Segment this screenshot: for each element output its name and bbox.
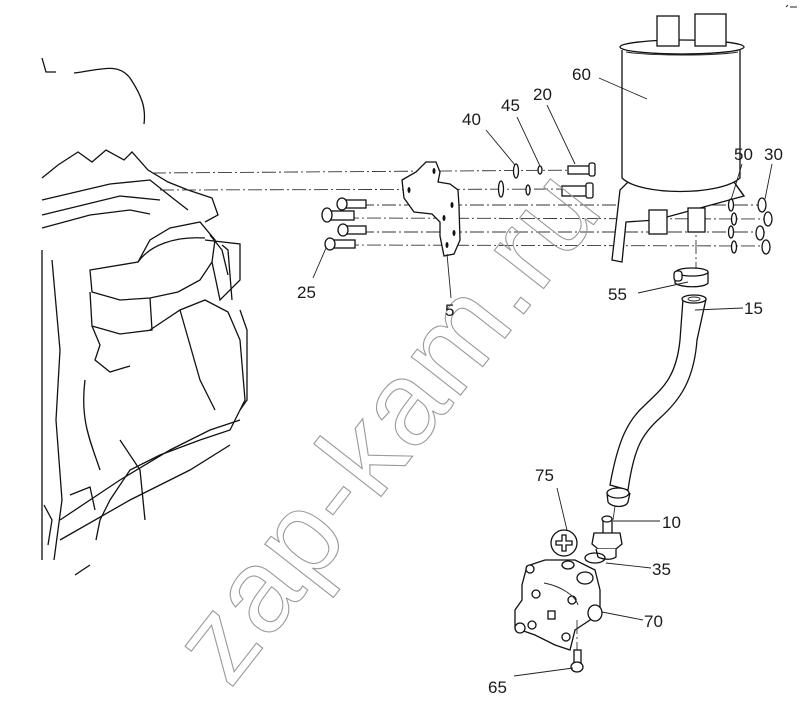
callout-40: 40	[462, 110, 481, 129]
reservoir-tank	[611, 13, 746, 263]
callout-75: 75	[535, 466, 554, 485]
callout-65: 65	[488, 678, 507, 697]
plug	[550, 529, 578, 557]
callout-35: 35	[652, 560, 671, 579]
callout-15: 15	[744, 299, 763, 318]
engine-block	[41, 57, 248, 576]
washers-50-nuts-30	[727, 197, 773, 255]
bracket	[401, 161, 461, 257]
fitting	[591, 515, 623, 560]
hose	[609, 294, 707, 491]
callout-30: 30	[764, 145, 783, 164]
hose-clamp-bottom	[606, 487, 631, 521]
callout-5: 5	[445, 301, 454, 320]
bolts-25	[321, 197, 367, 251]
bolt-65	[570, 649, 584, 673]
callout-20: 20	[533, 85, 552, 104]
o-ring	[584, 552, 606, 564]
corner-mark	[785, 4, 797, 8]
callout-60: 60	[572, 65, 591, 84]
leader-lines	[312, 77, 773, 677]
callout-50: 50	[734, 145, 753, 164]
callout-55: 55	[608, 285, 627, 304]
callout-10: 10	[662, 513, 681, 532]
callout-45: 45	[501, 96, 520, 115]
callout-70: 70	[644, 612, 663, 631]
callout-25: 25	[297, 283, 316, 302]
pump-body	[514, 559, 603, 655]
washers-and-bolts-20	[497, 162, 596, 199]
